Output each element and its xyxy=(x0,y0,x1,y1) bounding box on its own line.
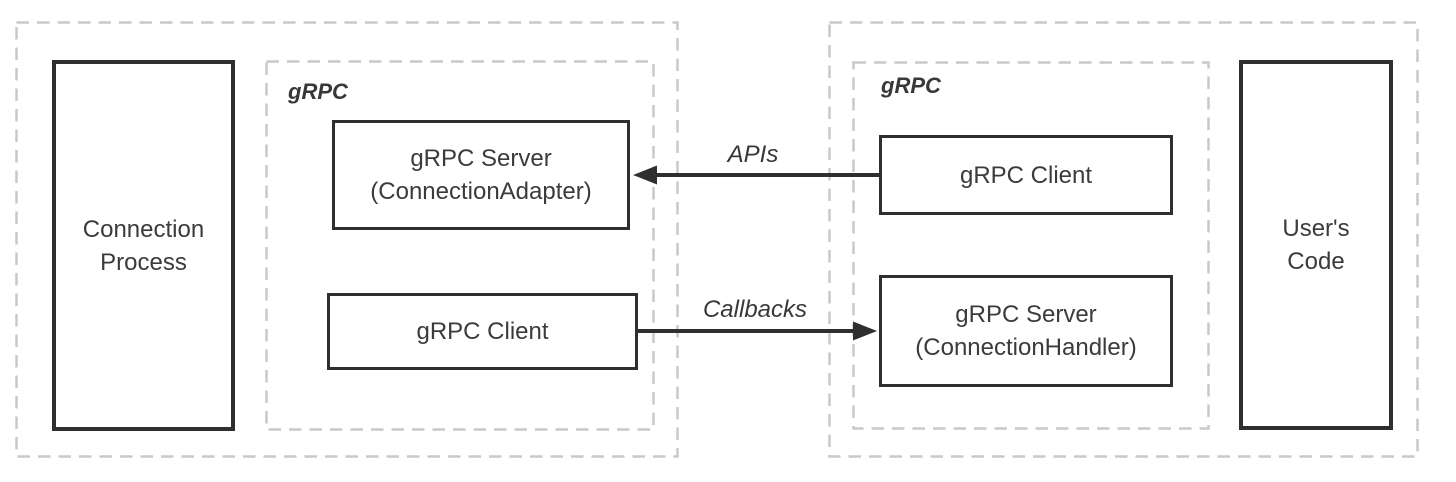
callbacks-arrowhead-right-icon xyxy=(853,321,877,341)
left-grpc-client-box: gRPC Client xyxy=(327,293,638,370)
right-grpc-client-label: gRPC Client xyxy=(959,161,1093,189)
right-grpc-container-title: gRPC xyxy=(881,73,941,98)
right-grpc-client-box: gRPC Client xyxy=(879,135,1173,215)
left-process-dashed-container xyxy=(15,21,679,458)
callbacks-arrow-label: Callbacks xyxy=(702,296,808,323)
connection-process-box: Connection Process xyxy=(52,60,235,431)
users-code-box: User's Code xyxy=(1239,60,1393,430)
right-process-dashed-container xyxy=(828,21,1419,458)
connection-process-label: Connection Process xyxy=(82,215,205,276)
users-code-label: User's Code xyxy=(1282,215,1350,275)
apis-arrowhead-left-icon xyxy=(633,165,657,185)
apis-arrow-label: APIs xyxy=(727,141,779,168)
grpc-server-connection-adapter-label: gRPC Server (ConnectionAdapter) xyxy=(370,145,592,205)
grpc-server-connection-handler-label: gRPC Server (ConnectionHandler) xyxy=(915,301,1137,361)
left-grpc-client-label: gRPC Client xyxy=(416,318,549,345)
grpc-server-connection-adapter-box: gRPC Server (ConnectionAdapter) xyxy=(332,120,630,230)
grpc-server-connection-handler-box: gRPC Server (ConnectionHandler) xyxy=(879,275,1173,387)
left-grpc-container-title: gRPC xyxy=(288,79,348,104)
left-grpc-dashed-container xyxy=(265,60,655,431)
right-grpc-dashed-container xyxy=(852,61,1210,430)
